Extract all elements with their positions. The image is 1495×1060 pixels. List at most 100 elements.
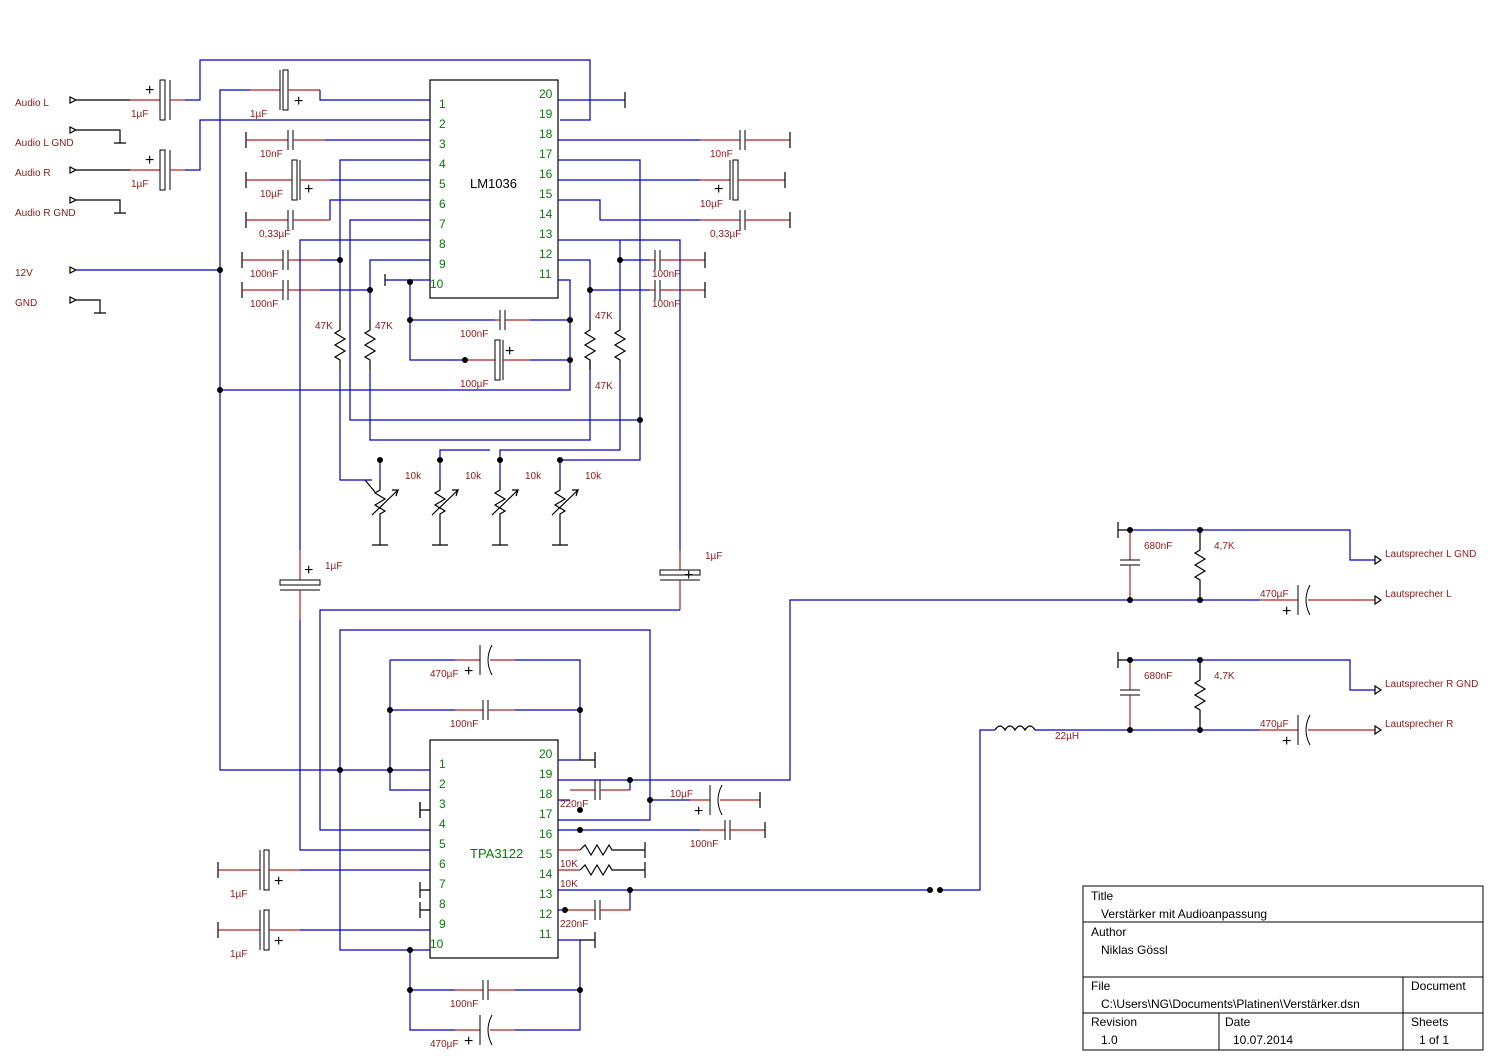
plus-sign: + [505, 343, 514, 360]
lsp-r-label: Lautsprecher R [1385, 719, 1453, 730]
pin-label: 5 [439, 837, 446, 851]
plus-sign: + [464, 1033, 473, 1050]
input-connectors: Audio L Audio L GND Audio R Audio R GND … [15, 96, 220, 314]
pin-label: 13 [539, 227, 553, 241]
plus-sign: + [274, 933, 283, 950]
plus-sign: + [684, 567, 693, 584]
res-label: 10K [560, 859, 578, 870]
pin-label: 2 [439, 777, 446, 791]
res-label: 47K [595, 381, 613, 392]
pin-label: 17 [539, 147, 553, 161]
pin-label: 6 [439, 857, 446, 871]
pin-label: 16 [539, 827, 553, 841]
cap-label: 100nF [250, 299, 278, 310]
tb-title-value: Verstärker mit Audioanpassung [1101, 907, 1267, 921]
cap-label: 100nF [250, 269, 278, 280]
res-label: 47K [315, 321, 333, 332]
pin-label: 18 [539, 127, 553, 141]
res-label: 4,7K [1214, 671, 1235, 682]
tb-sheets-label: Sheets [1411, 1015, 1448, 1029]
audio-l-gnd-terminal [69, 126, 126, 144]
cap-label: 100nF [690, 839, 718, 850]
tb-file-value: C:\Users\NG\Documents\Platinen\Verstärke… [1101, 997, 1360, 1011]
pin-label: 10 [430, 277, 444, 291]
pin-label: 18 [539, 787, 553, 801]
pin-label: 4 [439, 157, 446, 171]
pin-label: 1 [439, 757, 446, 771]
cap-1uf-label-1: 1µF [131, 109, 148, 120]
v12-terminal [69, 266, 78, 274]
cap-label: 100nF [652, 269, 680, 280]
pin-label: 3 [439, 137, 446, 151]
pin-label: 14 [539, 867, 553, 881]
tb-title-label: Title [1091, 889, 1114, 903]
pin-label: 10 [430, 937, 444, 951]
tb-author-label: Author [1091, 925, 1126, 939]
input-coupling-capacitors: + 1µF + 1µF + 1µF [130, 59, 591, 270]
cap-label: 1µF [230, 949, 247, 960]
cap-1uf-label-2: 1µF [131, 179, 148, 190]
cap-label: 1µF [325, 561, 342, 572]
pot-label: 10k [405, 471, 422, 482]
cap-label: 0,33µF [710, 229, 741, 240]
plus-sign: + [464, 663, 473, 680]
pin-label: 16 [539, 167, 553, 181]
res-label: 10K [560, 879, 578, 890]
output-filter-right: 680nF 4,7K + 470µF Lautsprecher R GND La… [1117, 652, 1478, 750]
tb-document-label: Document [1411, 979, 1466, 993]
tb-sheets-value: 1 of 1 [1419, 1033, 1449, 1047]
plus-sign: + [274, 873, 283, 890]
pin-label: 11 [539, 267, 552, 281]
pin-label: 8 [439, 237, 446, 251]
pot-label: 10k [525, 471, 542, 482]
pin-label: 1 [439, 97, 446, 111]
plus-sign: + [294, 93, 303, 110]
pin-label: 13 [539, 887, 553, 901]
lsp-r-gnd-label: Lautsprecher R GND [1385, 679, 1478, 690]
pin-label: 15 [539, 847, 553, 861]
plus-sign: + [714, 181, 723, 198]
tpa3122-supply: + 470µF 100nF 100nF + 470µF [219, 390, 651, 1050]
cap-label: 100nF [652, 299, 680, 310]
pin-label: 9 [439, 257, 446, 271]
ic-tpa3122-name: TPA3122 [470, 846, 523, 861]
cap-label: 680nF [1144, 541, 1172, 552]
cap-label: 100nF [450, 999, 478, 1010]
interstage-caps: + 1µF + 1µF [279, 550, 722, 851]
gnd-label: GND [15, 298, 37, 309]
tb-file-label: File [1091, 979, 1111, 993]
pin-label: 4 [439, 817, 446, 831]
cap-label: 10µF [700, 199, 723, 210]
plus-sign: + [304, 181, 313, 198]
tpa3122-right-components: 220nF + 10µF 100nF 10K 10K 220nF 22µH [558, 599, 1130, 930]
plus-sign: + [1282, 603, 1291, 620]
cap-label: 470µF [430, 1039, 459, 1050]
tpa3122-input-caps: + 1µF + 1µF [217, 849, 430, 960]
pin-label: 8 [439, 897, 446, 911]
audio-l-terminal [69, 96, 130, 104]
tb-date-label: Date [1225, 1015, 1251, 1029]
cap-label: 470µF [1260, 589, 1289, 600]
potentiometers-10k: 10k 10k 10k 10k [364, 460, 602, 546]
pin-label: 7 [439, 217, 446, 231]
pin-label: 12 [539, 907, 553, 921]
lsp-l-label: Lautsprecher L [1385, 589, 1452, 600]
audio-r-gnd-terminal [69, 196, 126, 214]
ic-lm1036-name: LM1036 [470, 176, 517, 191]
v12-label: 12V [15, 268, 33, 279]
lm1036-right-caps: 10nF + 10µF 0,33µF 100nF 100nF [558, 130, 791, 310]
pin-label: 9 [439, 917, 446, 931]
title-block: Title Verstärker mit Audioanpassung Auth… [1082, 885, 1484, 1051]
plus-sign: + [304, 562, 313, 579]
pin-label: 7 [439, 877, 446, 891]
res-label: 47K [375, 321, 393, 332]
res-label: 47K [595, 311, 613, 322]
gnd-terminal [69, 296, 106, 314]
pin-label: 14 [539, 207, 553, 221]
lm1036-left-caps: 10nF + 10µF 0,33µF 100nF 100nF [241, 130, 430, 310]
plus-sign: + [145, 152, 154, 169]
pin-label: 3 [439, 797, 446, 811]
cap-label: 10nF [710, 149, 733, 160]
pin-label: 19 [539, 107, 553, 121]
